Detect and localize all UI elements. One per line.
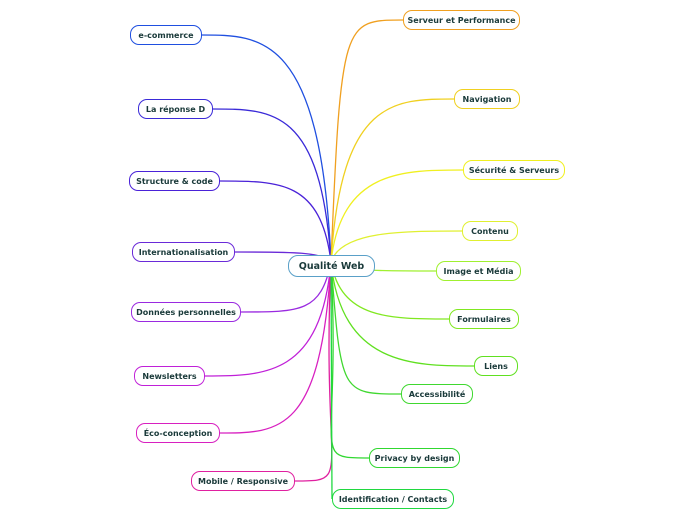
branch-newsletters[interactable]: Newsletters — [134, 366, 205, 386]
connector-structure-code — [219, 180, 332, 263]
connector-liens — [330, 261, 475, 367]
branch-image-media[interactable]: Image et Média — [436, 261, 521, 281]
branch-serveur-performance[interactable]: Serveur et Performance — [403, 10, 520, 30]
root-node[interactable]: Qualité Web — [288, 255, 375, 277]
branch-contenu[interactable]: Contenu — [462, 221, 518, 241]
branch-eco-conception[interactable]: Éco-conception — [136, 423, 220, 443]
connector-contenu — [330, 230, 463, 263]
branch-accessibilite[interactable]: Accessibilité — [401, 384, 473, 404]
branch-navigation[interactable]: Navigation — [454, 89, 520, 109]
connector-la-reponse-d — [212, 108, 332, 263]
branch-la-reponse-d[interactable]: La réponse D — [138, 99, 213, 119]
connector-newsletters — [204, 261, 332, 377]
branch-e-commerce[interactable]: e-commerce — [130, 25, 202, 45]
connector-formulaires — [330, 261, 450, 320]
branch-mobile-responsive[interactable]: Mobile / Responsive — [191, 471, 295, 491]
branch-liens[interactable]: Liens — [474, 356, 518, 376]
connector-accessibilite — [330, 261, 402, 395]
connector-identification-contacts — [330, 261, 333, 500]
branch-securite-serveurs[interactable]: Sécurité & Serveurs — [463, 160, 565, 180]
branch-formulaires[interactable]: Formulaires — [449, 309, 519, 329]
branch-donnees-personnelles[interactable]: Données personnelles — [131, 302, 241, 322]
connector-navigation — [330, 98, 455, 263]
branch-structure-code[interactable]: Structure & code — [129, 171, 220, 191]
branch-identification-contacts[interactable]: Identification / Contacts — [332, 489, 454, 509]
branch-privacy-by-design[interactable]: Privacy by design — [369, 448, 460, 468]
connector-serveur-performance — [330, 19, 404, 263]
connector-e-commerce — [201, 34, 332, 263]
connector-securite-serveurs — [330, 169, 464, 263]
connector-eco-conception — [219, 261, 332, 434]
branch-internationalisation[interactable]: Internationalisation — [132, 242, 235, 262]
